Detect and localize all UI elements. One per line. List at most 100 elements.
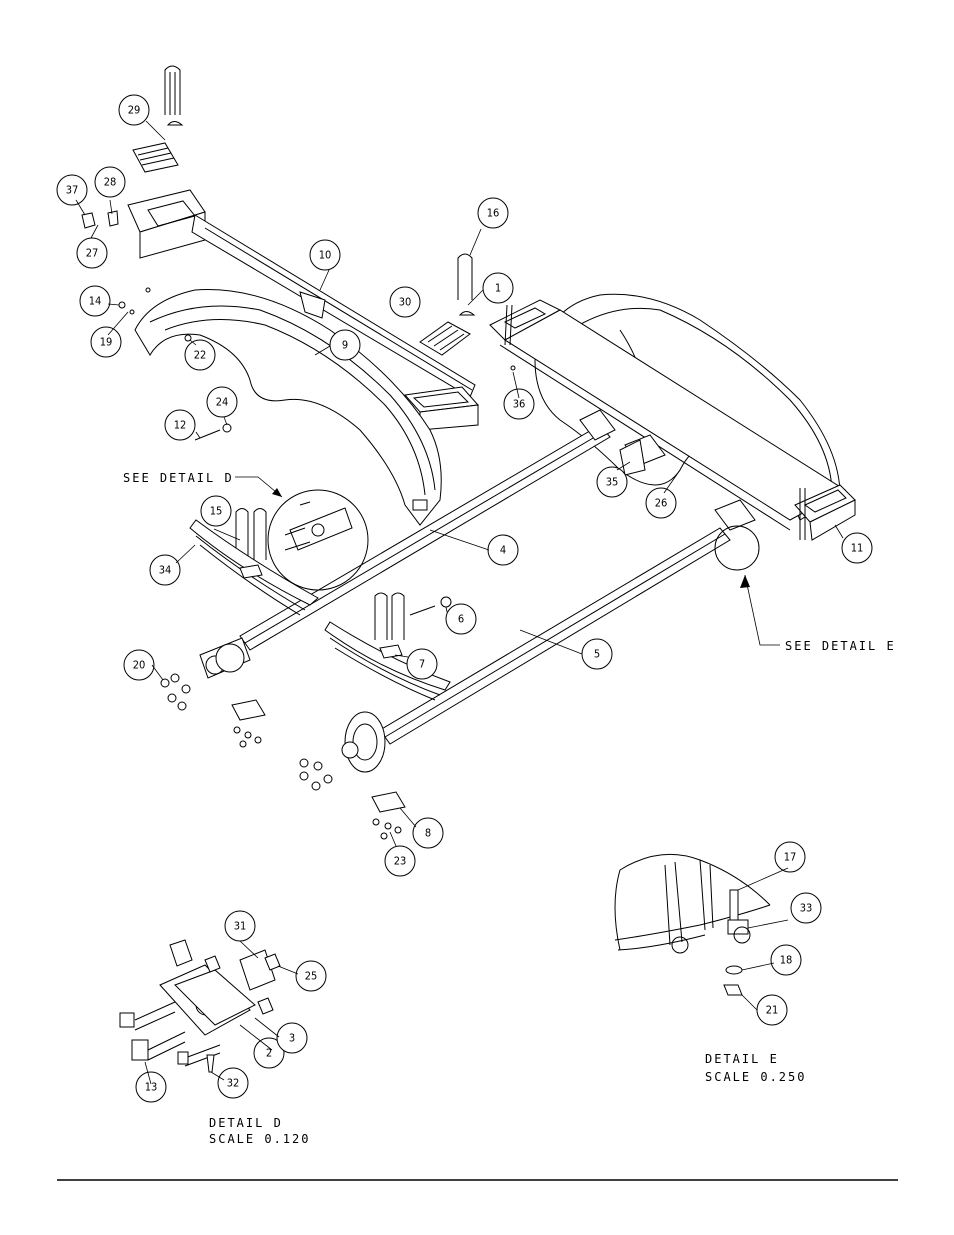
balloon-29: 29 [118, 94, 150, 126]
balloon-16: 16 [477, 197, 509, 229]
balloon-label: 32 [227, 1077, 240, 1090]
balloon-label: 33 [800, 902, 813, 915]
balloon-4: 4 [487, 534, 519, 566]
balloon-28: 28 [94, 166, 126, 198]
balloon-label: 3 [289, 1032, 295, 1045]
see-detail-e-note: SEE DETAIL E [785, 639, 896, 653]
balloon-13: 13 [135, 1071, 167, 1103]
notes: SEE DETAIL D SEE DETAIL E DETAIL D SCALE… [123, 471, 896, 1146]
balloon-label: 29 [128, 104, 141, 117]
detail-e-assembly [614, 853, 771, 996]
detail-e-arrowhead [740, 575, 750, 588]
spring-plates [231, 699, 406, 813]
balloon-leaders [75, 120, 844, 1085]
balloon-6: 6 [445, 603, 477, 635]
balloon-label: 37 [66, 184, 79, 197]
balloon-label: 25 [305, 970, 318, 983]
balloon-15: 15 [200, 495, 232, 527]
balloon-label: 15 [210, 505, 223, 518]
balloon-23: 23 [384, 845, 416, 877]
balloon-label: 23 [394, 855, 407, 868]
balloon-label: 11 [851, 542, 864, 555]
balloon-34: 34 [149, 554, 181, 586]
balloon-3: 3 [276, 1022, 308, 1054]
balloon-12: 12 [164, 409, 196, 441]
balloon-18: 18 [770, 944, 802, 976]
right-fender-assembly [489, 293, 856, 541]
balloon-label: 24 [216, 396, 229, 409]
axle-rear [341, 527, 731, 773]
lug-nuts [160, 673, 402, 840]
detail-e-callout-circle [714, 525, 760, 571]
small-hardware [81, 121, 516, 659]
main-assembly [81, 65, 856, 840]
part-balloons: 1234567891011121314151617181920212223242… [56, 94, 873, 1103]
balloon-label: 26 [655, 497, 668, 510]
detail-e-scale: SCALE 0.250 [705, 1070, 806, 1084]
balloon-36: 36 [503, 388, 535, 420]
balloon-label: 6 [458, 613, 464, 626]
balloon-label: 17 [784, 851, 797, 864]
balloon-label: 27 [86, 247, 99, 260]
balloon-label: 22 [194, 349, 207, 362]
balloon-10: 10 [309, 239, 341, 271]
detail-d-arrowhead [272, 488, 282, 497]
balloon-35: 35 [596, 466, 628, 498]
detail-d-title: DETAIL D [209, 1116, 283, 1130]
balloon-label: 4 [500, 544, 506, 557]
balloon-20: 20 [123, 649, 155, 681]
balloon-label: 2 [266, 1047, 272, 1060]
balloon-27: 27 [76, 237, 108, 269]
detail-d-callout-content [284, 501, 353, 551]
balloon-2: 2 [253, 1037, 285, 1069]
detail-d-scale: SCALE 0.120 [209, 1132, 310, 1146]
balloon-31: 31 [224, 910, 256, 942]
balloon-19: 19 [90, 326, 122, 358]
left-step-bracket [127, 189, 480, 431]
balloon-label: 31 [234, 920, 247, 933]
balloon-label: 1 [495, 282, 501, 295]
balloon-label: 18 [780, 954, 793, 967]
balloon-37: 37 [56, 174, 88, 206]
balloon-label: 14 [89, 295, 102, 308]
balloon-33: 33 [790, 892, 822, 924]
detail-e-title: DETAIL E [705, 1052, 779, 1066]
balloon-5: 5 [581, 638, 613, 670]
balloon-label: 35 [606, 476, 619, 489]
balloon-label: 16 [487, 207, 500, 220]
balloon-25: 25 [295, 960, 327, 992]
balloon-label: 21 [766, 1004, 779, 1017]
balloon-7: 7 [406, 648, 438, 680]
detail-e-arrow [744, 574, 780, 646]
balloon-label: 20 [133, 659, 146, 672]
balloon-label: 10 [319, 249, 332, 262]
balloon-24: 24 [206, 386, 238, 418]
balloon-label: 9 [342, 339, 348, 352]
balloon-8: 8 [412, 817, 444, 849]
balloon-17: 17 [774, 841, 806, 873]
balloon-label: 8 [425, 827, 431, 840]
detail-d-assembly [119, 939, 281, 1073]
balloon-11: 11 [841, 532, 873, 564]
balloon-30: 30 [389, 286, 421, 318]
detail-d-arrow [235, 476, 283, 498]
balloon-1: 1 [482, 272, 514, 304]
see-detail-d-note: SEE DETAIL D [123, 471, 234, 485]
balloon-label: 13 [145, 1081, 158, 1094]
balloon-label: 7 [419, 658, 425, 671]
center-hangers [579, 409, 756, 531]
left-fender [134, 289, 442, 526]
balloon-9: 9 [329, 329, 361, 361]
balloon-label: 12 [174, 419, 187, 432]
balloon-label: 28 [104, 176, 117, 189]
balloon-14: 14 [79, 285, 111, 317]
detail-d-callout-circle [267, 489, 369, 591]
step-treads [132, 142, 471, 356]
balloon-label: 36 [513, 398, 526, 411]
balloon-label: 5 [594, 648, 600, 661]
balloon-label: 19 [100, 336, 113, 349]
balloon-22: 22 [184, 339, 216, 371]
balloon-26: 26 [645, 487, 677, 519]
u-bolts [164, 65, 473, 640]
